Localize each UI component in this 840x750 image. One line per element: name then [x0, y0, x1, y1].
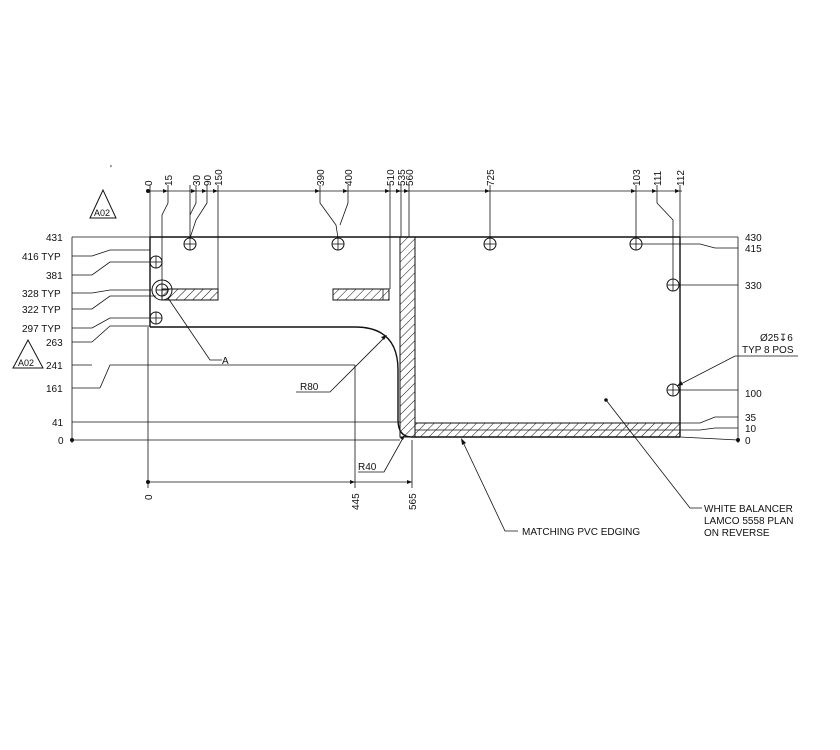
- dim-top-103: 103: [632, 169, 643, 186]
- dim-top-390: 390: [316, 169, 327, 186]
- revision-tag: A02: [12, 338, 44, 369]
- hole-marker: [666, 278, 680, 292]
- dim-right-10: 10: [745, 424, 757, 435]
- dim-top-30: 30: [192, 174, 203, 186]
- dim-left-241: 241: [46, 361, 63, 372]
- note-line-3: ON REVERSE: [704, 528, 770, 539]
- detail-label: A: [222, 356, 229, 367]
- dim-top-150: 150: [214, 169, 225, 186]
- revision-tag-label: A02: [94, 208, 110, 218]
- dim-left-328-typ: 328 TYP: [22, 289, 61, 300]
- hole-spec-1: Ø25↧6: [760, 333, 793, 344]
- dim-top-112: 112: [676, 170, 687, 186]
- dim-right-35: 35: [745, 413, 757, 424]
- dim-right-330: 330: [745, 281, 762, 292]
- right-dimensions: 430 415 330 100 35 10 0: [642, 233, 762, 447]
- hole-marker: [149, 311, 163, 325]
- revision-tag-label: A02: [18, 358, 34, 368]
- dim-bottom-445: 445: [351, 493, 362, 510]
- r80-label: R80: [300, 382, 319, 393]
- dim-top-510: 510: [386, 169, 397, 186]
- dim-left-263: 263: [46, 338, 63, 349]
- dim-bottom-565: 565: [408, 493, 419, 510]
- dim-left-297-typ: 297 TYP: [22, 324, 61, 335]
- note-line-2: LAMCO 5558 PLAN: [704, 516, 794, 527]
- dim-top-111: 111: [653, 170, 664, 186]
- left-dimensions: 431 416 TYP 381 328 TYP 322 TYP 297 TYP …: [22, 233, 400, 447]
- dim-top-0: 0: [144, 180, 155, 186]
- hole-marker: [331, 237, 345, 251]
- hole-marker: [629, 237, 643, 251]
- hole-marker: [155, 283, 169, 297]
- top-dimensions: 0 15 30 90 150 390 400 510 535 560 725 1…: [110, 164, 687, 327]
- bottom-dimensions: 0 445 565: [144, 327, 419, 510]
- hole-marker: [149, 255, 163, 269]
- dim-top-560: 560: [405, 169, 416, 186]
- dim-left-416-typ: 416 TYP: [22, 252, 61, 263]
- hole-marker: [483, 237, 497, 251]
- dim-bottom-0: 0: [144, 494, 155, 500]
- dim-right-100: 100: [745, 389, 762, 400]
- dim-left-381: 381: [46, 271, 63, 282]
- edging-label: MATCHING PVC EDGING: [522, 527, 640, 538]
- dim-left-161: 161: [46, 384, 63, 395]
- dim-right-415: 415: [745, 244, 762, 255]
- dim-right-0: 0: [745, 436, 751, 447]
- hole-spec-2: TYP 8 POS: [742, 345, 794, 356]
- dim-right-430: 430: [745, 233, 762, 244]
- dim-left-41: 41: [52, 418, 64, 429]
- dim-top-90: 90: [203, 174, 214, 186]
- r40-label: R40: [358, 462, 377, 473]
- dim-top-725: 725: [486, 169, 497, 186]
- top-mark: ': [110, 164, 112, 175]
- note-line-1: WHITE BALANCER: [704, 504, 793, 515]
- annotations: A R80 R40 MATCHING PVC EDGING WHITE BALA…: [167, 297, 798, 539]
- dim-top-535: 535: [397, 169, 408, 186]
- dim-left-322-typ: 322 TYP: [22, 305, 61, 316]
- dim-left-431: 431: [46, 233, 63, 244]
- hole-marker: [183, 237, 197, 251]
- hole-marker: [666, 383, 680, 397]
- pvc-edging: [161, 236, 681, 438]
- dim-top-15: 15: [164, 174, 175, 186]
- dim-top-400: 400: [344, 169, 355, 186]
- dim-left-0: 0: [58, 436, 64, 447]
- revision-tag: A02: [89, 188, 117, 219]
